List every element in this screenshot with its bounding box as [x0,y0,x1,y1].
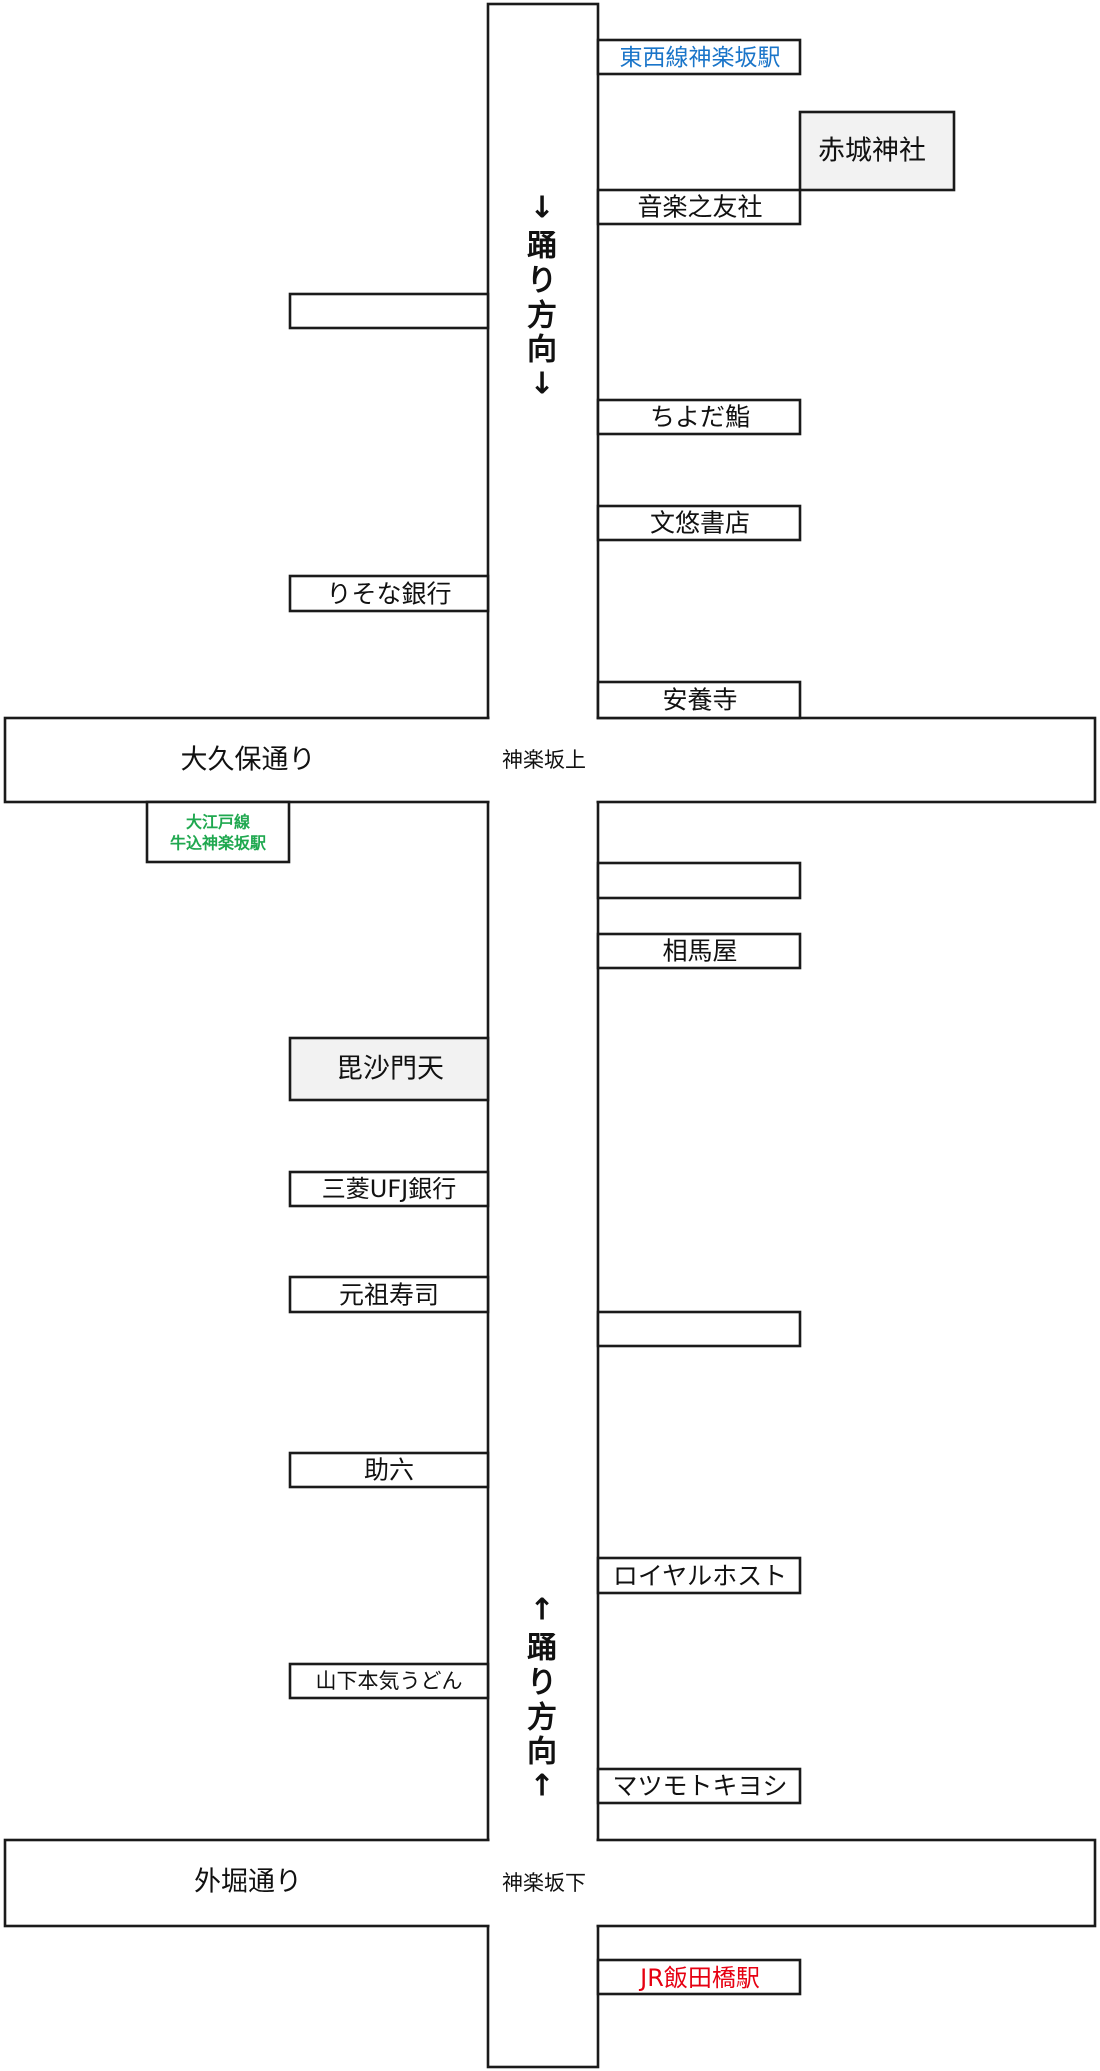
oedo-line-ushigome-kagurazaka-station: 大江戸線 牛込神楽坂駅 [145,800,291,864]
akagi-jinja-shrine: 赤城神社 [798,110,956,192]
oedo-line-label: 大江戸線 [186,813,250,832]
direction-char: り [527,264,557,299]
arrow-up-icon: ↑ [529,1593,554,1628]
direction-char: り [527,1666,557,1701]
shop-label: 山下本気うどん [316,1669,463,1693]
bunyu-shoten: 文悠書店 [596,504,802,542]
yamashita-honki-udon: 山下本気うどん [288,1662,490,1700]
sotobori-dori-label: 外堀通り [194,1867,302,1898]
ongaku-no-tomo-sha: 音楽之友社 [596,188,802,226]
ganso-sushi: 元祖寿司 [288,1275,490,1314]
dance-direction-upper: ↓ 踊 り 方 向 ↓ [527,191,557,402]
bishamonten-temple: 毘沙門天 [288,1036,490,1102]
direction-char: 向 [527,1735,557,1770]
arrow-up-icon: ↑ [529,1769,554,1804]
shop-label: 助六 [364,1456,414,1485]
kagurazaka-street-south [486,1922,600,2069]
unlabeled-building-east-2 [596,1310,802,1348]
shop-label: 安養寺 [662,686,737,715]
kagurazaka-shita-label: 神楽坂下 [502,1871,586,1895]
shop-label: ロイヤルホスト [613,1562,787,1591]
dance-direction-lower: ↑ 踊 り 方 向 ↑ [527,1593,557,1804]
sukeroku: 助六 [288,1451,490,1489]
okubo-dori-label: 大久保通り [181,745,316,776]
direction-char: 向 [527,333,557,368]
jr-iidabashi-station: JR飯田橋駅 [596,1958,802,1996]
anyoji-temple: 安養寺 [596,680,802,720]
kagurazaka-street-middle [486,798,600,1842]
direction-char: 踊 [527,1631,557,1666]
tozai-station-label: 東西線神楽坂駅 [620,45,781,71]
junction-lower [489,1838,597,1928]
kagurazaka-ue-label: 神楽坂上 [502,748,586,772]
direction-char: 踊 [527,229,557,264]
arrow-down-icon: ↓ [529,191,554,226]
shop-label: 音楽之友社 [637,193,762,222]
akagi-jinja-label: 赤城神社 [818,136,926,167]
unlabeled-building-west-north [288,292,490,330]
shop-label: 三菱UFJ銀行 [322,1175,456,1203]
direction-char: 方 [527,299,557,334]
shop-label: 元祖寿司 [339,1281,439,1310]
shop-label: りそな銀行 [326,580,451,609]
kagurazaka-street-north [486,2,600,720]
unlabeled-building-east-1 [596,861,802,900]
royal-host: ロイヤルホスト [596,1556,802,1595]
shop-label: 相馬屋 [662,937,737,966]
oedo-station-label: 牛込神楽坂駅 [170,834,267,853]
shop-label: ちよだ鮨 [650,403,750,432]
arrow-down-icon: ↓ [529,367,554,402]
junction-upper [489,716,597,804]
jr-station-label: JR飯田橋駅 [638,1964,760,1992]
matsumoto-kiyoshi: マツモトキヨシ [596,1767,802,1805]
mufg-bank: 三菱UFJ銀行 [288,1170,490,1208]
chiyoda-sushi: ちよだ鮨 [596,398,802,436]
shop-label: マツモトキヨシ [612,1772,787,1801]
resona-bank: りそな銀行 [288,574,490,613]
tozai-line-kagurazaka-station: 東西線神楽坂駅 [596,38,802,76]
soumaya: 相馬屋 [596,932,802,970]
bishamonten-label: 毘沙門天 [336,1054,444,1085]
direction-char: 方 [527,1701,557,1736]
shop-label: 文悠書店 [650,509,750,538]
